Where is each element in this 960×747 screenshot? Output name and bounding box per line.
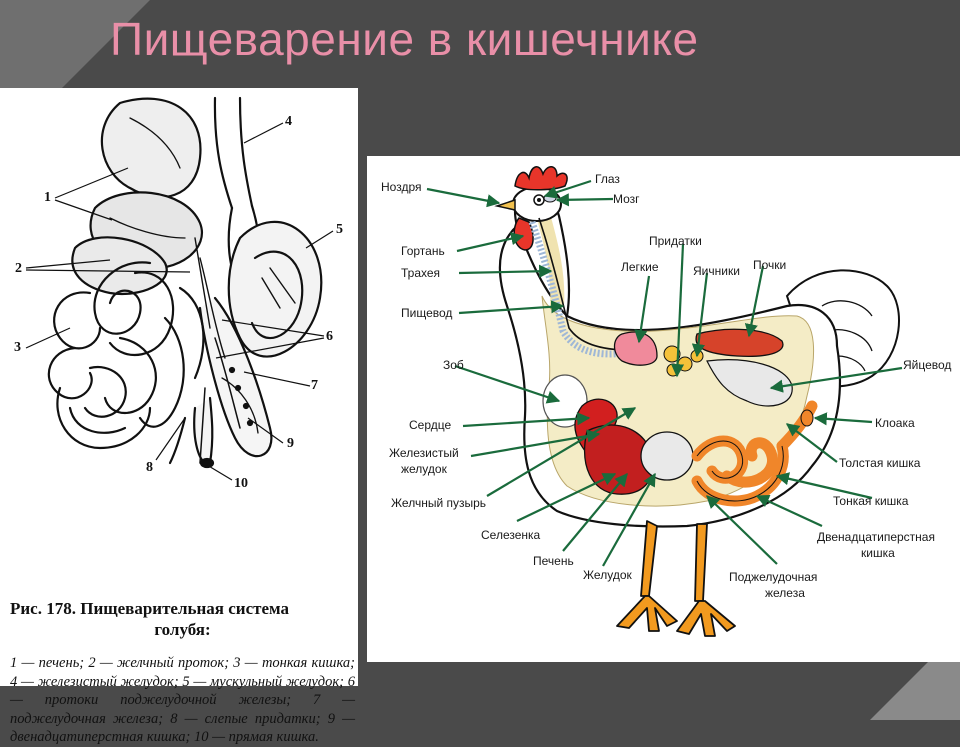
chicken-figure-panel: Ноздря Глаз Мозг Придатки Гортань Трахея… [367,156,960,662]
label-crop: Зоб [443,358,464,372]
label-gizzard: Желудок [583,568,632,582]
callout-2: 2 [15,261,22,276]
pigeon-digestive-drawing [25,96,334,481]
label-proventriculus-2: желудок [401,462,447,476]
label-small-intestine: Тонкая кишка [833,494,909,508]
label-esophagus: Пищевод [401,306,453,320]
callout-9: 9 [287,436,294,451]
label-ovaries: Яичники [693,264,740,278]
label-duodenum-2: кишка [861,546,895,560]
slide-title: Пищеварение в кишечнике [110,13,699,65]
pigeon-caption-heading: Рис. 178. Пищеварительная система голубя… [10,598,355,640]
callout-3: 3 [14,340,21,355]
label-liver: Печень [533,554,574,568]
callout-1: 1 [44,190,51,205]
label-cloaca: Клоака [875,416,915,430]
callout-10: 10 [234,476,248,491]
label-pancreas-2: железа [765,586,805,600]
label-larynx: Гортань [401,244,445,258]
pigeon-figure-panel: 1 2 3 4 5 6 7 8 9 10 Рис. 178. Пищеварит… [0,88,358,745]
label-trachea: Трахея [401,266,441,280]
label-large-intestine: Толстая кишка [839,456,921,470]
label-pancreas-1: Поджелудочная [729,570,818,584]
chicken-anatomy-drawing [426,166,903,637]
callout-7: 7 [311,378,318,393]
label-nostril: Ноздря [381,180,422,194]
label-lungs: Легкие [621,260,659,274]
label-brain: Мозг [613,192,640,206]
callout-8: 8 [146,460,153,475]
callout-6: 6 [326,329,333,344]
caption-heading-line-1: Рис. 178. Пищеварительная система [10,599,289,618]
label-duodenum-1: Двенадцатиперстная [817,530,935,544]
label-spleen: Селезенка [481,528,541,542]
label-oviduct: Яйцевод [903,358,952,372]
label-gallbladder: Желчный пузырь [391,496,487,510]
label-proventriculus-1: Железистый [389,446,459,460]
label-eye: Глаз [595,172,620,186]
label-kidneys: Почки [753,258,787,272]
pigeon-caption-legend: 1 — печень; 2 — желчный проток; 3 — тонк… [10,655,355,745]
label-appendages: Придатки [649,234,702,248]
callout-5: 5 [336,222,343,237]
label-heart: Сердце [409,418,452,432]
caption-heading-line-2: голубя: [154,620,211,639]
callout-4: 4 [285,114,292,129]
